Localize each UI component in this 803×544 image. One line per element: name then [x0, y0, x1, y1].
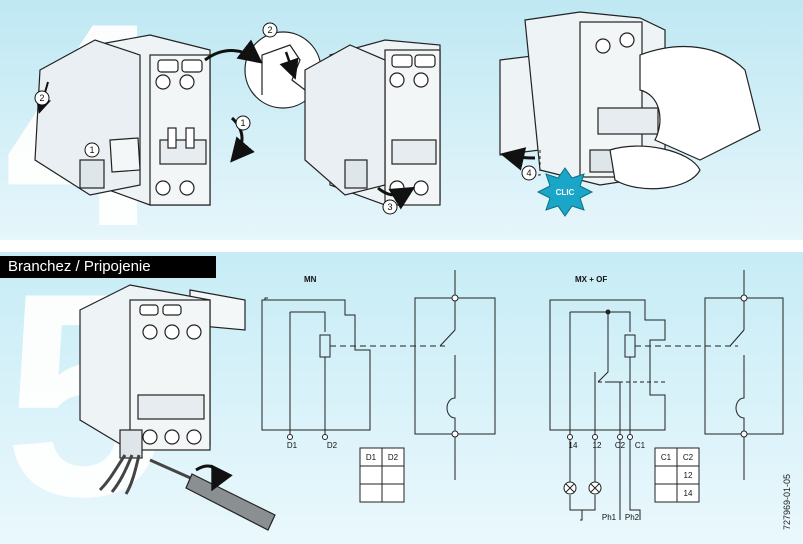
- document-code-text: 727969-01-05: [782, 473, 792, 530]
- arrow-4: [500, 147, 536, 171]
- mxof-table-header-c2: C2: [683, 453, 694, 462]
- hand-illustration: [609, 45, 761, 190]
- rotate-arrow: [195, 464, 233, 492]
- switch-schematic-1: [414, 270, 496, 480]
- breaker-step5: [79, 284, 246, 459]
- mxof-terminal-c2: C2: [615, 441, 626, 450]
- dashed-guide: [525, 150, 541, 176]
- callout-circle: [84, 142, 100, 158]
- callout-circle: [521, 165, 537, 181]
- callout-label: 1: [89, 145, 94, 155]
- callout-label: 4: [526, 168, 531, 178]
- curved-arrow-1: [230, 116, 255, 163]
- clic-label: CLIC: [556, 188, 575, 197]
- accessory-middle: [304, 44, 386, 196]
- mn-terminal-d2: D2: [327, 441, 338, 450]
- mxof-terminal-12: 12: [593, 441, 602, 450]
- mxof-schematic: [549, 299, 738, 521]
- callout-label: 1: [240, 118, 245, 128]
- mn-table-header-d2: D2: [388, 453, 399, 462]
- section-banner: Branchez / Pripojenie: [0, 256, 216, 278]
- callout-circle: [382, 199, 398, 215]
- mxof-terminal-14: 14: [569, 441, 578, 450]
- mxof-title: MX + OF: [575, 275, 607, 284]
- switch-schematic-2: [704, 270, 784, 480]
- callout-label: 3: [387, 202, 392, 212]
- mn-schematic: [261, 297, 445, 440]
- callout-label: 2: [267, 25, 272, 35]
- mn-terminal-d1: D1: [287, 441, 298, 450]
- curved-arrow-3: [377, 186, 416, 210]
- callout-circle: [262, 22, 278, 38]
- accessory-left: [34, 39, 141, 196]
- document-code: 727969-01-05: [782, 410, 794, 530]
- mxof-terminal-c1: C1: [635, 441, 646, 450]
- curved-arrow-to-detail: [204, 39, 263, 64]
- mxof-table: [654, 447, 700, 503]
- mxof-phase-ph1: Ph1: [602, 513, 617, 522]
- mxof-phase-ph2: Ph2: [625, 513, 640, 522]
- wires: [98, 454, 141, 495]
- mxof-table-value-14: 14: [684, 489, 693, 498]
- mxof-table-value-12: 12: [684, 471, 693, 480]
- callout-circle: [34, 90, 50, 106]
- mn-table: [359, 447, 405, 503]
- screwdriver: [149, 458, 276, 531]
- banner-title: Branchez / Pripojenie: [8, 258, 151, 275]
- callout-label: 2: [39, 93, 44, 103]
- mn-table-header-d1: D1: [366, 453, 377, 462]
- lamp-icons: [563, 481, 602, 495]
- clic-star: [536, 167, 594, 217]
- mxof-table-header-c1: C1: [661, 453, 672, 462]
- mn-title: MN: [304, 275, 317, 284]
- callout-circles: 2 1 2 1 3 4: [34, 22, 537, 215]
- callout-circle: [235, 115, 251, 131]
